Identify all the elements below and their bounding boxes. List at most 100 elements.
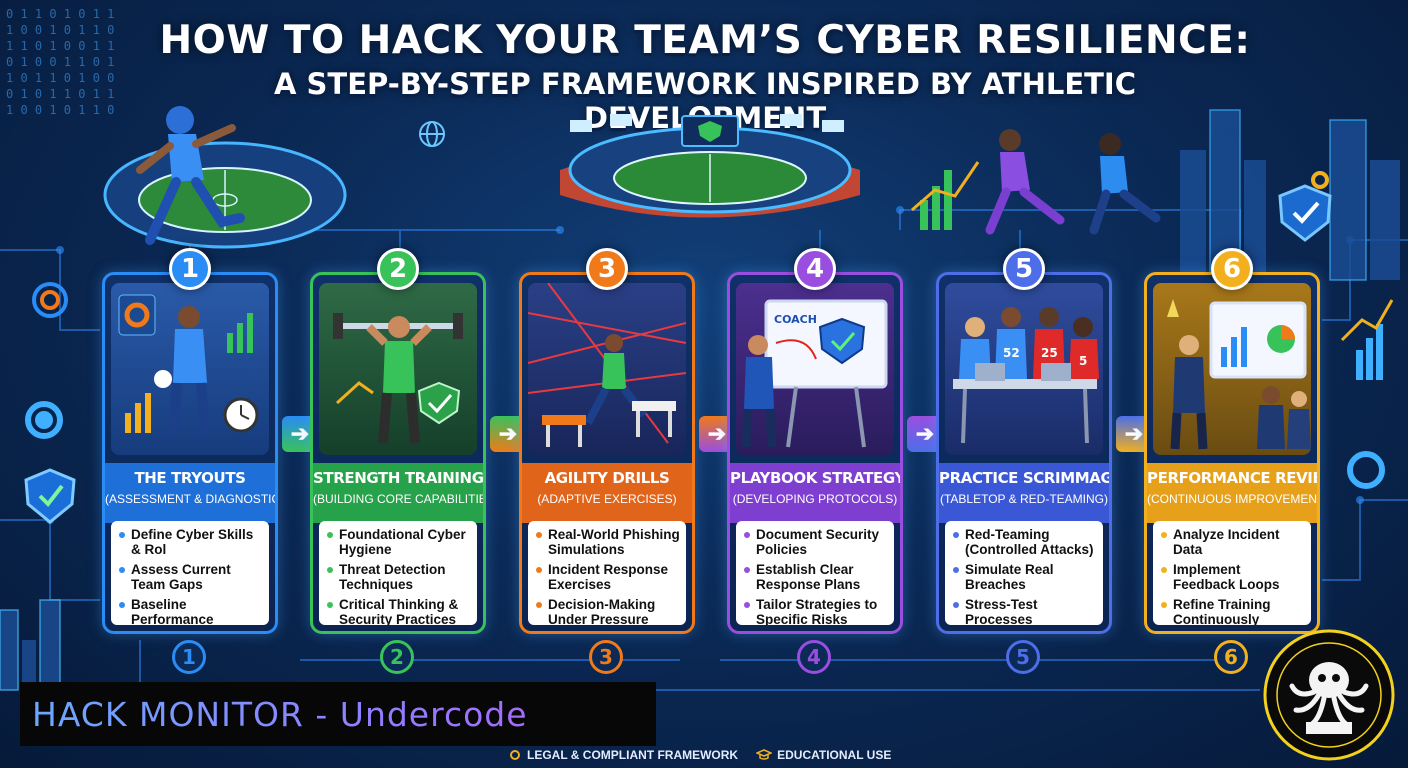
list-item: Foundational Cyber Hygiene [327,527,471,557]
step-title-band: PLAYBOOK STRATEGY(DEVELOPING PROTOCOLS) [730,463,900,523]
step-illustration-1 [111,283,269,455]
bullet-icon [536,602,542,608]
list-item-text: Assess Current Team Gaps [131,562,231,592]
list-item: Implement Feedback Loops [1161,562,1305,592]
step-number-badge: 4 [794,248,836,290]
step-title-band: PRACTICE SCRIMMAGES (TABLETOP & RED-TEAMI… [939,463,1109,523]
step-card-6: PERFORMANCE REVIEW (CONTINUOUS IMPROVEMEN… [1144,272,1320,634]
bullet-icon [536,567,542,573]
list-item-text: Establish Clear Response Plans [756,562,861,592]
graduation-cap-icon [756,749,773,760]
step-number-badge: 3 [586,248,628,290]
runners-illustration-right [985,129,1161,235]
list-item-text: Decision-Making Under Pressure [548,597,656,625]
list-item: Assess Current Team Gaps [119,562,263,592]
step-subtitle: (BUILDING CORE CAPABILITIES) [313,492,486,506]
growth-chart-illustration [911,161,980,230]
footer-legal: LEGAL & COMPLIANT FRAMEWORK [508,748,738,762]
step-subtitle: (ASSESSMENT & DIAGNOSTICS) [105,492,278,506]
target-icon [32,282,68,318]
list-item: Real-World Phishing Simulations [536,527,680,557]
list-item-text: Analyze Incident Data [1173,527,1280,557]
center-stadium-illustration [560,114,860,218]
bullet-icon [119,567,125,573]
list-item-text: Tailor Strategies to Specific Risks [756,597,878,625]
bullet-icon [744,567,750,573]
footer-legal-text: LEGAL & COMPLIANT FRAMEWORK [527,748,739,762]
list-item-text: Incident Response Exercises [548,562,669,592]
list-item-text: Red-Teaming (Controlled Attacks) [965,527,1094,557]
footer-education-text: EDUCATIONAL USE [777,748,892,762]
gear-icon [25,401,63,439]
list-item-text: Critical Thinking & Security Practices [339,597,459,625]
step-illustration-6 [1153,283,1311,455]
list-item: Analyze Incident Data [1161,527,1305,557]
list-item: Refine Training Continuously [1161,597,1305,625]
step-number-badge: 6 [1211,248,1253,290]
bullet-icon [536,532,542,538]
step-illustration-2 [319,283,477,455]
title-block: HOW TO HACK YOUR TEAM’S CYBER RESILIENCE… [150,18,1260,135]
list-item: Threat Detection Techniques [327,562,471,592]
brand-text: HACK MONITOR - Undercode [32,694,528,734]
list-item: Critical Thinking & Security Practices [327,597,471,625]
bullet-icon [119,532,125,538]
shield-check-icon [1278,184,1332,242]
step-number-marker: 5 [1006,640,1040,674]
bullet-icon [1161,567,1167,573]
step-title: PERFORMANCE REVIEW [1147,469,1320,487]
step-number-marker: 6 [1214,640,1248,674]
step-subtitle: (TABLETOP & RED-TEAMING) [939,492,1109,506]
step-title: PRACTICE SCRIMMAGES [939,469,1112,487]
list-item: Incident Response Exercises [536,562,680,592]
step-number-badge: 1 [169,248,211,290]
footer-education: EDUCATIONAL USE [756,748,891,762]
list-item: Establish Clear Response Plans [744,562,888,592]
bullet-icon [119,602,125,608]
list-item: Decision-Making Under Pressure [536,597,680,625]
step-illustration-3 [528,283,686,455]
list-item-text: Threat Detection Techniques [339,562,446,592]
svg-text:25: 25 [1041,346,1058,360]
runner-illustration-left [136,106,245,245]
list-item-text: Refine Training Continuously [1173,597,1271,625]
step-title: AGILITY DRILLS [544,469,670,487]
bullet-icon [1161,532,1167,538]
step-number-marker: 2 [380,640,414,674]
step-number-marker: 1 [172,640,206,674]
bullet-icon [327,567,333,573]
step-number-badge: 2 [377,248,419,290]
step-illustration-4: COACH [736,283,894,455]
bullet-icon [744,602,750,608]
svg-text:5: 5 [1079,354,1087,368]
list-item: Stress-Test Processes [953,597,1097,625]
bullet-icon [1161,602,1167,608]
left-stadium-illustration [103,141,347,249]
step-number-marker: 3 [589,640,623,674]
hero-scene [103,106,1332,249]
octopus-logo [1263,629,1395,761]
svg-text:52: 52 [1003,346,1020,360]
step-subtitle: (CONTINUOUS IMPROVEMENT) [1147,492,1320,506]
bullet-icon [744,532,750,538]
gear-icon [1347,451,1385,489]
step-subtitle: (ADAPTIVE EXERCISES) [537,492,677,506]
step-subtitle: (DEVELOPING PROTOCOLS) [732,492,898,506]
list-item-text: Stress-Test Processes [965,597,1038,625]
step-title: THE TRYOUTS [134,469,246,487]
step-item-list: Red-Teaming (Controlled Attacks)Simulate… [945,521,1103,625]
step-title-band: AGILITY DRILLS (ADAPTIVE EXERCISES) [522,463,692,523]
step-title-band: STRENGTH TRAINING(BUILDING CORE CAPABILI… [313,463,483,523]
step-number-marker: 4 [797,640,831,674]
brand-banner: HACK MONITOR - Undercode [20,682,656,746]
svg-text:COACH: COACH [774,313,817,326]
step-title-band: PERFORMANCE REVIEW (CONTINUOUS IMPROVEMEN… [1147,463,1317,523]
step-card-2: STRENGTH TRAINING(BUILDING CORE CAPABILI… [310,272,486,634]
bullet-icon [953,532,959,538]
list-item: Baseline Performance Metrics [119,597,263,625]
list-item-text: Implement Feedback Loops [1173,562,1280,592]
